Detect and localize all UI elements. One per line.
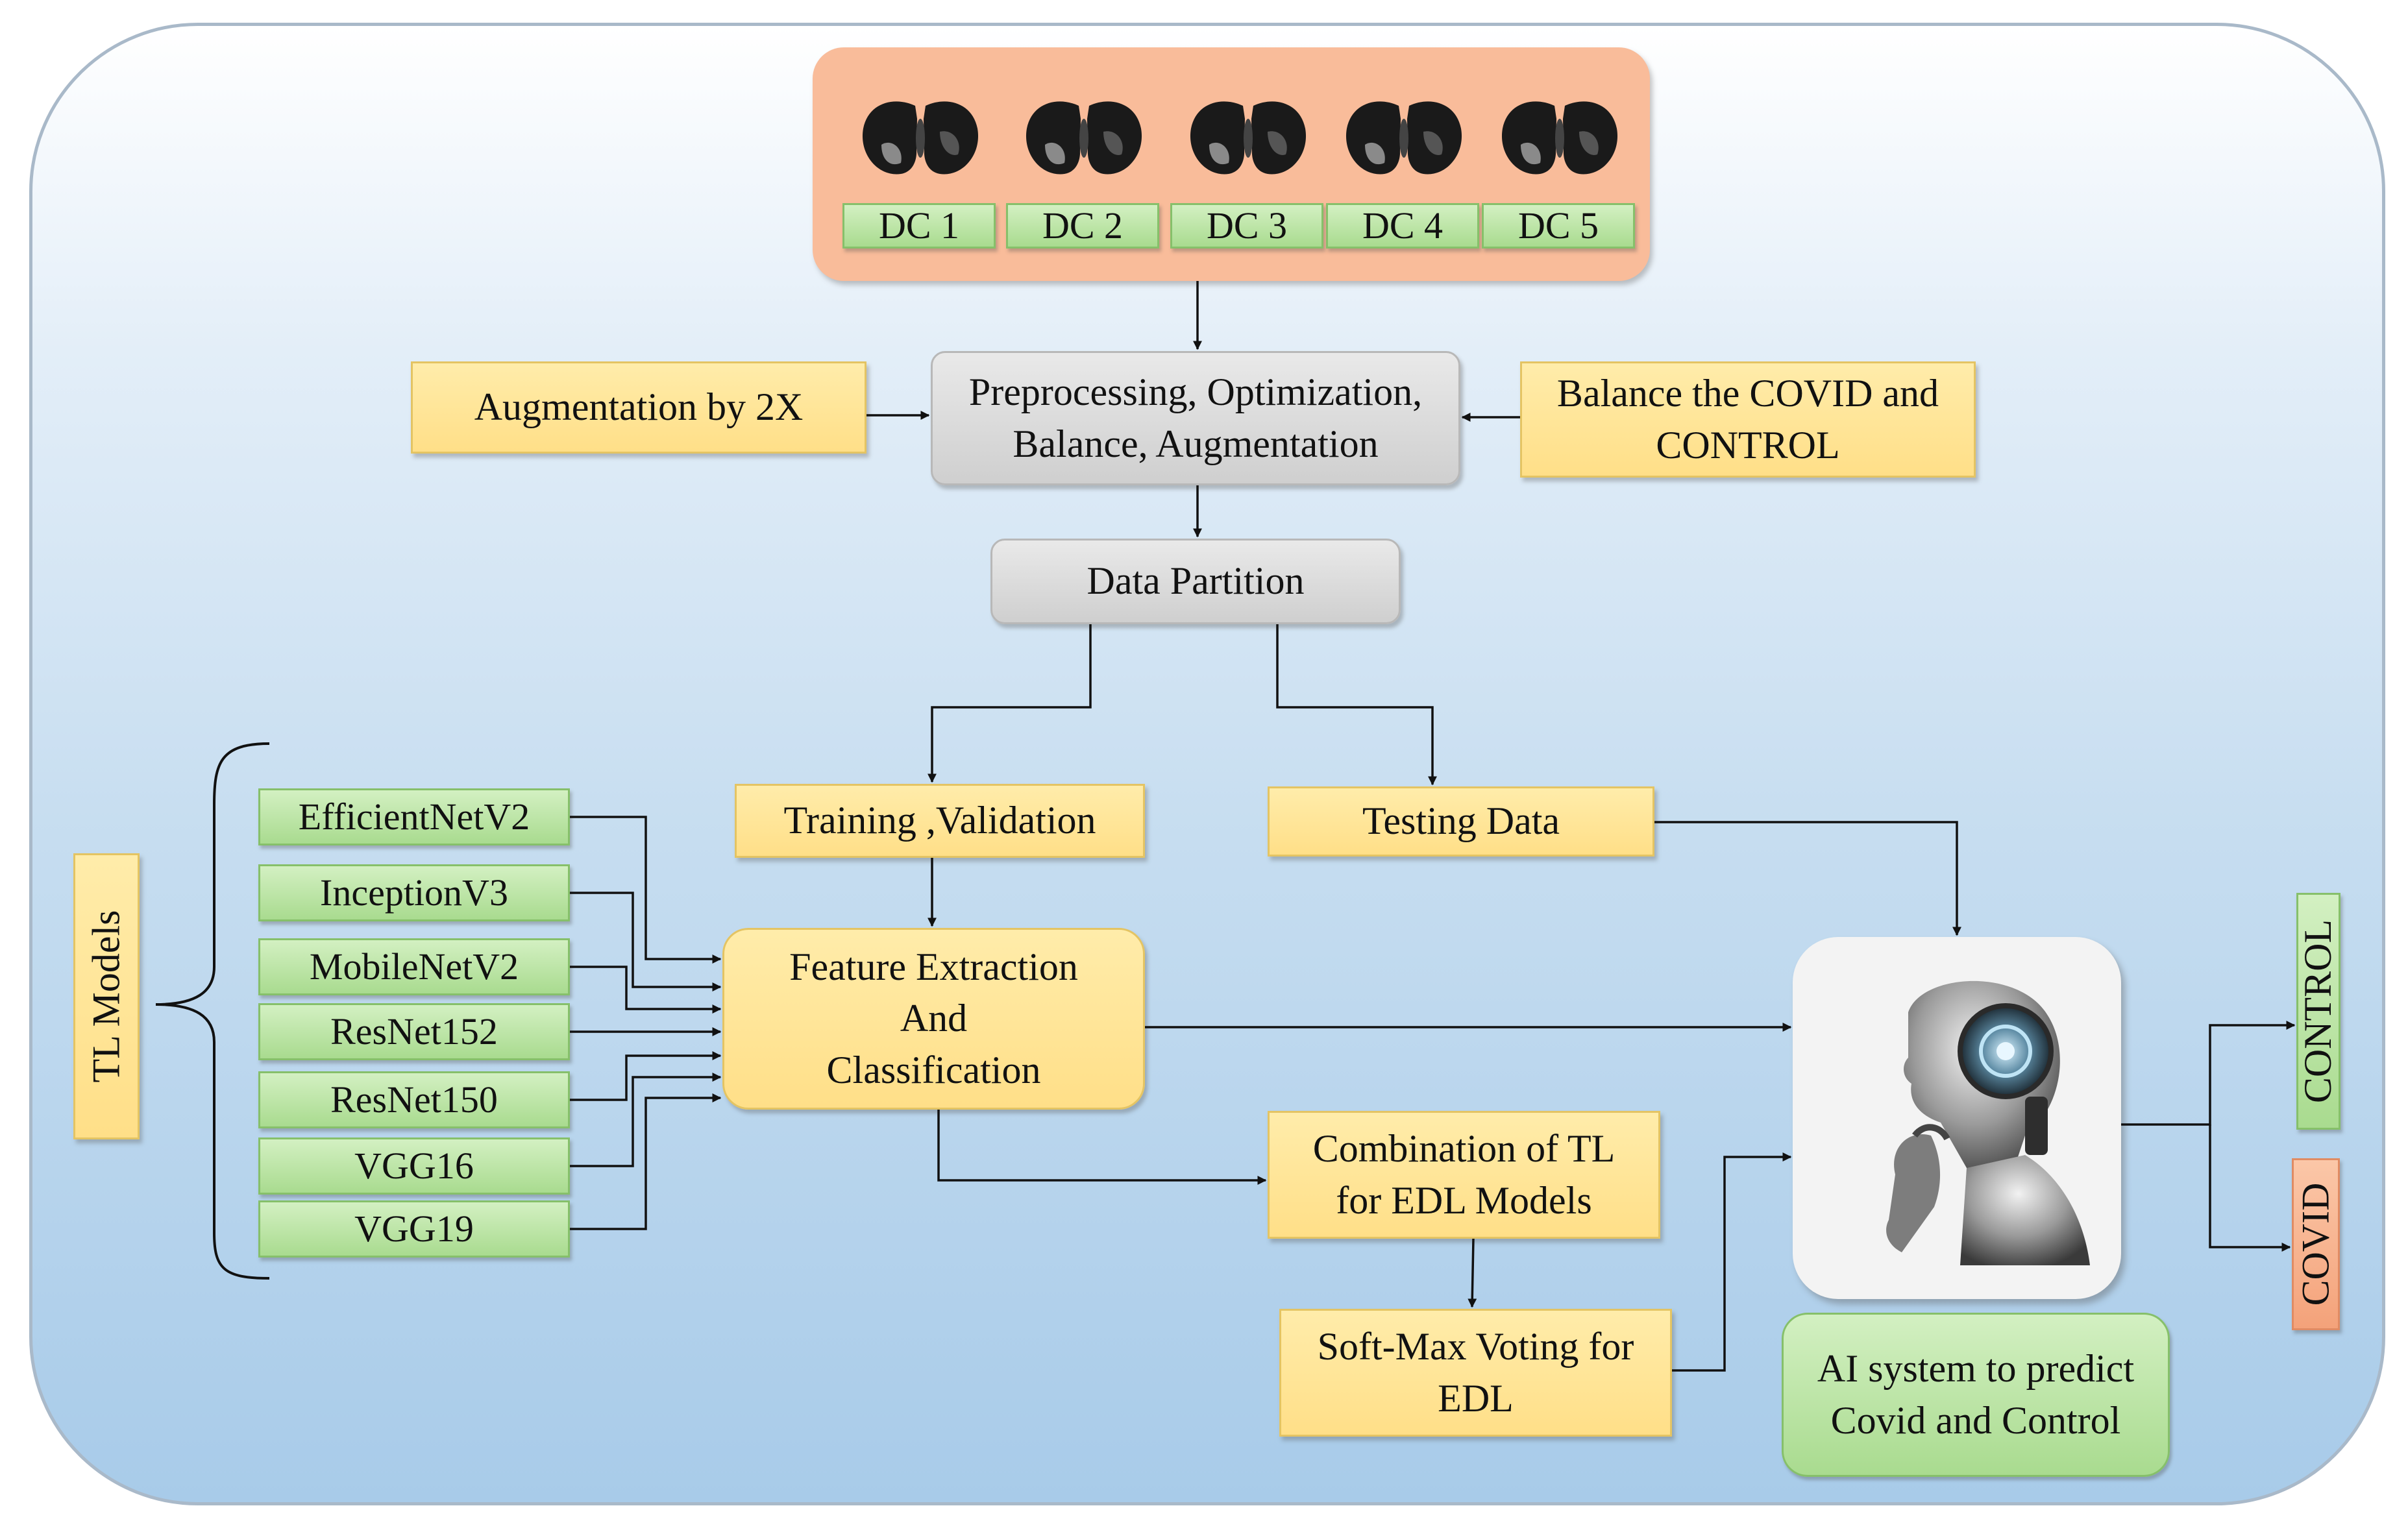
- tl-model-item: InceptionV3: [258, 864, 570, 921]
- training-validation-box: Training ,Validation: [735, 784, 1145, 858]
- dataset-label-4: DC 4: [1326, 203, 1479, 249]
- control-output-box: CONTROL: [2296, 893, 2340, 1130]
- dataset-label-1: DC 1: [842, 203, 996, 249]
- lung-ct-scan-icon: [1019, 93, 1149, 184]
- dataset-label-5: DC 5: [1482, 203, 1635, 249]
- tl-model-item: ResNet150: [258, 1071, 570, 1128]
- tl-model-item: VGG16: [258, 1137, 570, 1195]
- dataset-label-2: DC 2: [1006, 203, 1159, 249]
- covid-output-box: COVID: [2292, 1158, 2340, 1330]
- combination-box: Combination of TL for EDL Models: [1268, 1111, 1660, 1239]
- combination-label: Combination of TL for EDL Models: [1312, 1127, 1616, 1222]
- ai-system-label: AI system to predict Covid and Control: [1817, 1347, 2135, 1442]
- tl-model-item: ResNet152: [258, 1003, 570, 1060]
- tl-models-label: TL Models: [84, 910, 128, 1083]
- tl-model-item: VGG19: [258, 1200, 570, 1258]
- data-partition-label: Data Partition: [1087, 559, 1305, 603]
- dataset-label-3: DC 3: [1170, 203, 1323, 249]
- ai-robot-icon: [1886, 980, 2090, 1265]
- lung-ct-scan-icon: [855, 93, 985, 184]
- lung-ct-scan-icon: [1495, 93, 1625, 184]
- testing-data-label: Testing Data: [1362, 799, 1560, 843]
- softmax-voting-box: Soft-Max Voting for EDL: [1279, 1309, 1672, 1437]
- feature-extraction-label: Feature Extraction And Classification: [789, 945, 1078, 1091]
- lung-ct-scan-icon: [1339, 93, 1469, 184]
- augmentation-box: Augmentation by 2X: [411, 361, 866, 454]
- lung-ct-scan-icon: [1183, 93, 1313, 184]
- tl-models-box: TL Models: [73, 853, 140, 1139]
- preprocessing-label: Preprocessing, Optimization, Balance, Au…: [968, 371, 1423, 465]
- data-partition-box: Data Partition: [990, 539, 1401, 624]
- feature-extraction-box: Feature Extraction And Classification: [722, 928, 1145, 1110]
- balance-box: Balance the COVID and CONTROL: [1520, 361, 1976, 478]
- tl-model-item: EfficientNetV2: [258, 788, 570, 845]
- augmentation-label: Augmentation by 2X: [474, 385, 804, 429]
- tl-model-item: MobileNetV2: [258, 938, 570, 995]
- softmax-voting-label: Soft-Max Voting for EDL: [1317, 1325, 1634, 1420]
- covid-output-label: COVID: [2294, 1182, 2337, 1306]
- testing-data-box: Testing Data: [1268, 786, 1654, 857]
- balance-label: Balance the COVID and CONTROL: [1556, 372, 1939, 467]
- preprocessing-box: Preprocessing, Optimization, Balance, Au…: [931, 351, 1460, 485]
- training-validation-label: Training ,Validation: [783, 799, 1096, 842]
- ai-system-box: AI system to predict Covid and Control: [1782, 1313, 2170, 1477]
- control-output-label: CONTROL: [2296, 919, 2340, 1104]
